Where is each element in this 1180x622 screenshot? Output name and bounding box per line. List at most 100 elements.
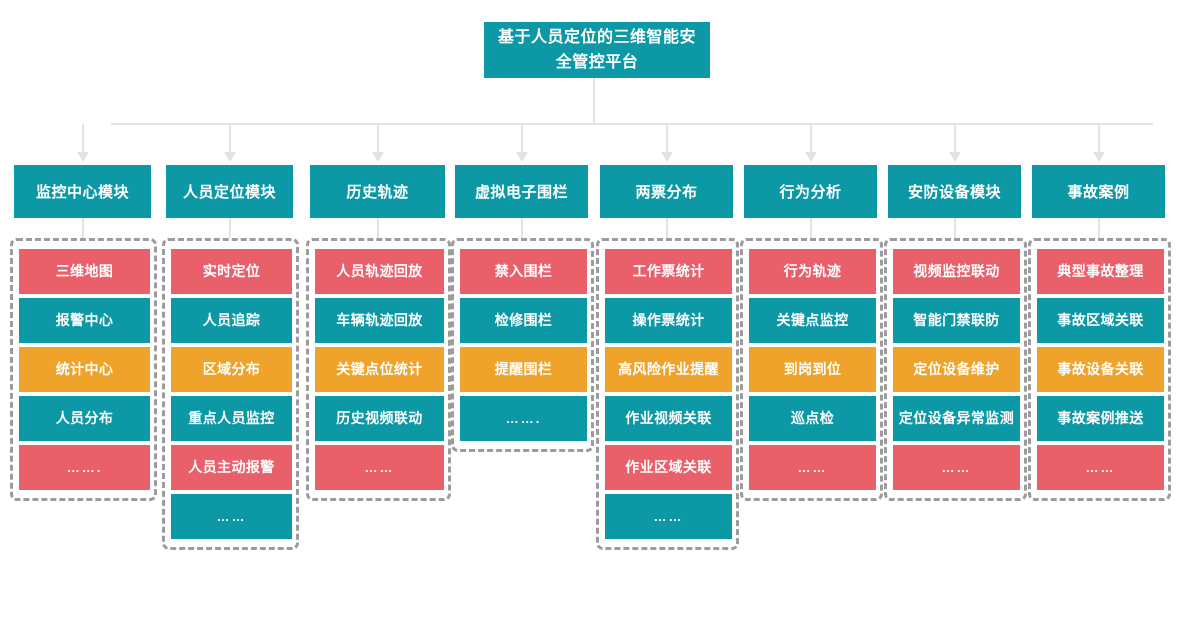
- module-group-6: 行为轨迹关键点监控到岗到位巡点检……: [740, 238, 883, 501]
- connector-arrow-3: [371, 152, 384, 162]
- module-item[interactable]: 报警中心: [19, 298, 150, 343]
- module-item[interactable]: 提醒围栏: [460, 347, 587, 392]
- module-item[interactable]: 重点人员监控: [171, 396, 292, 441]
- module-item[interactable]: 作业区域关联: [605, 445, 732, 490]
- connector-drop-8: [1097, 124, 1100, 154]
- module-group-3: 人员轨迹回放车辆轨迹回放关键点位统计历史视频联动……: [306, 238, 451, 501]
- module-item[interactable]: 智能门禁联防: [893, 298, 1020, 343]
- platform-title: 基于人员定位的三维智能安全管控平台: [484, 22, 710, 78]
- connector-header-to-group-7: [953, 218, 956, 238]
- module-column-1: 监控中心模块: [14, 165, 151, 218]
- module-item[interactable]: 典型事故整理: [1037, 249, 1164, 294]
- module-group-8: 典型事故整理事故区域关联事故设备关联事故案例推送……: [1028, 238, 1171, 501]
- module-item[interactable]: 人员主动报警: [171, 445, 292, 490]
- module-item[interactable]: 事故案例推送: [1037, 396, 1164, 441]
- module-item-more[interactable]: ……: [1037, 445, 1164, 490]
- module-item-more[interactable]: …….: [19, 445, 150, 490]
- connector-drop-4: [520, 124, 523, 154]
- module-item[interactable]: 车辆轨迹回放: [315, 298, 444, 343]
- root-connector-vertical: [593, 78, 595, 124]
- module-item-more[interactable]: ……: [893, 445, 1020, 490]
- module-item-more[interactable]: ……: [171, 494, 292, 539]
- module-item-list-8: 典型事故整理事故区域关联事故设备关联事故案例推送……: [1037, 249, 1164, 490]
- connector-header-to-group-3: [376, 218, 379, 238]
- module-group-5: 工作票统计操作票统计高风险作业提醒作业视频关联作业区域关联……: [596, 238, 739, 550]
- module-column-2: 人员定位模块: [166, 165, 293, 218]
- connector-arrow-6: [804, 152, 817, 162]
- module-item[interactable]: 工作票统计: [605, 249, 732, 294]
- module-header-4[interactable]: 虚拟电子围栏: [455, 165, 588, 218]
- module-item[interactable]: 三维地图: [19, 249, 150, 294]
- connector-arrow-1: [76, 152, 89, 162]
- module-column-8: 事故案例: [1032, 165, 1165, 218]
- module-item[interactable]: 定位设备维护: [893, 347, 1020, 392]
- module-header-8[interactable]: 事故案例: [1032, 165, 1165, 218]
- module-header-3[interactable]: 历史轨迹: [310, 165, 445, 218]
- module-group-7: 视频监控联动智能门禁联防定位设备维护定位设备异常监测……: [884, 238, 1027, 501]
- connector-arrow-4: [515, 152, 528, 162]
- module-column-7: 安防设备模块: [888, 165, 1021, 218]
- module-item[interactable]: 事故区域关联: [1037, 298, 1164, 343]
- module-group-4: 禁入围栏检修围栏提醒围栏…….: [451, 238, 594, 452]
- connector-drop-2: [228, 124, 231, 154]
- connector-header-to-group-8: [1097, 218, 1100, 238]
- module-item-list-3: 人员轨迹回放车辆轨迹回放关键点位统计历史视频联动……: [315, 249, 444, 490]
- module-header-1[interactable]: 监控中心模块: [14, 165, 151, 218]
- connector-header-to-group-1: [81, 218, 84, 238]
- module-item-list-4: 禁入围栏检修围栏提醒围栏…….: [460, 249, 587, 441]
- module-item-list-6: 行为轨迹关键点监控到岗到位巡点检……: [749, 249, 876, 490]
- module-item[interactable]: 检修围栏: [460, 298, 587, 343]
- connector-arrow-2: [223, 152, 236, 162]
- module-item-list-2: 实时定位人员追踪区域分布重点人员监控人员主动报警……: [171, 249, 292, 539]
- connector-drop-6: [809, 124, 812, 154]
- module-item[interactable]: 关键点位统计: [315, 347, 444, 392]
- connector-arrow-7: [948, 152, 961, 162]
- module-item[interactable]: 关键点监控: [749, 298, 876, 343]
- module-item[interactable]: 禁入围栏: [460, 249, 587, 294]
- connector-header-to-group-2: [228, 218, 231, 238]
- connector-header-to-group-5: [665, 218, 668, 238]
- module-item[interactable]: 区域分布: [171, 347, 292, 392]
- module-item-list-5: 工作票统计操作票统计高风险作业提醒作业视频关联作业区域关联……: [605, 249, 732, 539]
- module-item-list-7: 视频监控联动智能门禁联防定位设备维护定位设备异常监测……: [893, 249, 1020, 490]
- module-item[interactable]: 人员轨迹回放: [315, 249, 444, 294]
- module-item[interactable]: 历史视频联动: [315, 396, 444, 441]
- connector-drop-7: [953, 124, 956, 154]
- module-group-1: 三维地图报警中心统计中心人员分布…….: [10, 238, 157, 501]
- module-header-6[interactable]: 行为分析: [744, 165, 877, 218]
- module-item-more[interactable]: ……: [315, 445, 444, 490]
- connector-drop-3: [376, 124, 379, 154]
- connector-header-to-group-6: [809, 218, 812, 238]
- module-header-7[interactable]: 安防设备模块: [888, 165, 1021, 218]
- module-item-more[interactable]: ……: [749, 445, 876, 490]
- module-item[interactable]: 行为轨迹: [749, 249, 876, 294]
- module-item[interactable]: 人员追踪: [171, 298, 292, 343]
- module-item-more[interactable]: ……: [605, 494, 732, 539]
- module-item[interactable]: 定位设备异常监测: [893, 396, 1020, 441]
- module-item[interactable]: 到岗到位: [749, 347, 876, 392]
- module-item[interactable]: 实时定位: [171, 249, 292, 294]
- module-item[interactable]: 巡点检: [749, 396, 876, 441]
- connector-header-to-group-4: [520, 218, 523, 238]
- module-item-list-1: 三维地图报警中心统计中心人员分布…….: [19, 249, 150, 490]
- module-item[interactable]: 高风险作业提醒: [605, 347, 732, 392]
- module-item[interactable]: 作业视频关联: [605, 396, 732, 441]
- module-item-more[interactable]: …….: [460, 396, 587, 441]
- module-column-6: 行为分析: [744, 165, 877, 218]
- module-column-5: 两票分布: [600, 165, 733, 218]
- connector-bus-horizontal: [111, 123, 1153, 125]
- module-item[interactable]: 视频监控联动: [893, 249, 1020, 294]
- module-column-4: 虚拟电子围栏: [455, 165, 588, 218]
- module-item[interactable]: 事故设备关联: [1037, 347, 1164, 392]
- module-group-2: 实时定位人员追踪区域分布重点人员监控人员主动报警……: [162, 238, 299, 550]
- connector-drop-1: [81, 124, 84, 154]
- module-item[interactable]: 统计中心: [19, 347, 150, 392]
- module-column-3: 历史轨迹: [310, 165, 445, 218]
- module-item[interactable]: 人员分布: [19, 396, 150, 441]
- module-header-5[interactable]: 两票分布: [600, 165, 733, 218]
- module-item[interactable]: 操作票统计: [605, 298, 732, 343]
- module-header-2[interactable]: 人员定位模块: [166, 165, 293, 218]
- connector-drop-5: [665, 124, 668, 154]
- connector-arrow-8: [1092, 152, 1105, 162]
